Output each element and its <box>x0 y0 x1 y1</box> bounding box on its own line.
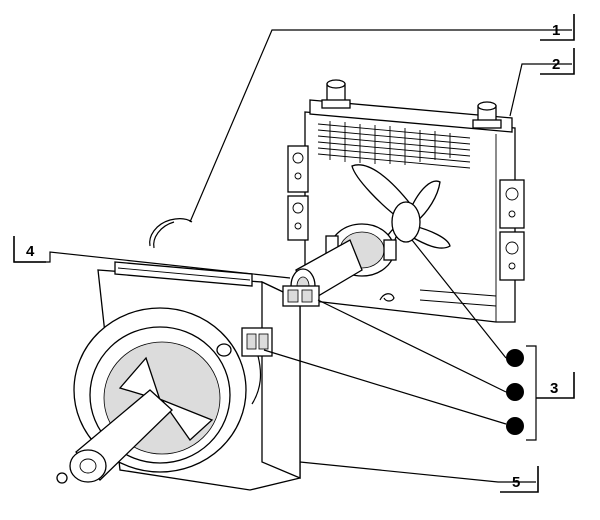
leader-lines <box>14 29 572 483</box>
callout-label-5: 5 <box>512 474 520 491</box>
wire-clip <box>149 218 193 249</box>
radiator-core-grille <box>317 121 497 322</box>
fan-shroud <box>56 261 301 491</box>
callout-3-dot-1 <box>506 349 524 367</box>
callout-3-dot-2 <box>506 383 524 401</box>
callout-box-4: 4 <box>13 236 46 263</box>
callout-box-2: 2 <box>540 48 575 75</box>
radiator-filler-neck-left <box>321 79 351 109</box>
connector-a <box>282 285 320 307</box>
callout-label-4: 4 <box>26 243 35 260</box>
callout-box-3: 3 <box>536 372 575 399</box>
callout-3-dot-3 <box>506 417 524 435</box>
radiator-bracket-right <box>499 179 525 281</box>
callout-label-3: 3 <box>550 380 558 397</box>
radiator-bracket-left <box>287 145 309 241</box>
radiator-filler-neck-right <box>472 101 502 129</box>
callout-label-1: 1 <box>552 22 560 39</box>
cable-tie <box>379 293 395 302</box>
callout-label-2: 2 <box>552 56 560 73</box>
callout-box-1: 1 <box>540 14 575 41</box>
callout-box-5: 5 <box>500 466 539 493</box>
